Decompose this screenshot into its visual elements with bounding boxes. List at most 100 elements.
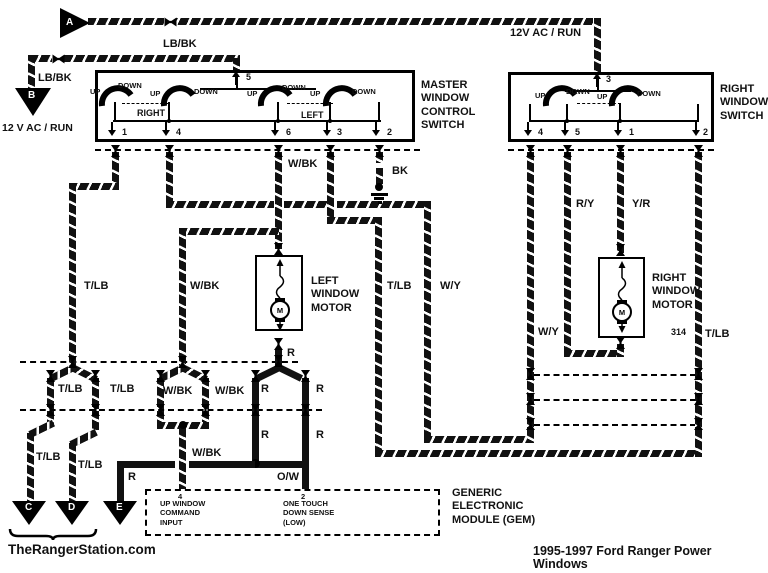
wire-label-tlb-right: T/LB: [705, 328, 730, 340]
connector-icon: [526, 145, 535, 157]
junction-dot: [565, 119, 569, 123]
switch-down-label: DOWN: [194, 87, 218, 96]
rocker-pivot-dash: [577, 103, 621, 104]
site-credit: TheRangerStation.com: [8, 542, 156, 557]
wire-label-r: R: [287, 347, 295, 359]
gem-pin2-label: ONE TOUCH DOWN SENSE (LOW): [283, 499, 335, 527]
wire-label-bk: BK: [392, 165, 408, 177]
right-pin-1: 1: [629, 127, 635, 137]
connector-line-door-2: [20, 409, 322, 411]
master-pin-1: 1: [122, 127, 128, 137]
connector-icon: [694, 418, 703, 430]
wire-tlb-left: [69, 183, 76, 369]
wire-wy-run-b: [284, 201, 327, 208]
connector-c-label: C: [25, 502, 33, 513]
connector-d-label: D: [68, 502, 76, 513]
right-internal-bus: [529, 120, 699, 122]
brace-icon: [8, 528, 98, 541]
connector-icon: [616, 145, 625, 157]
wire-label-tlb-d: T/LB: [78, 459, 103, 471]
wire-ow: [252, 461, 307, 468]
connector-icon: [274, 355, 283, 367]
master-pin-top: 5: [246, 72, 252, 82]
wire-r-branch-1: [252, 378, 259, 467]
right-internal-wire: [619, 104, 621, 121]
rocker-arc-icon: [542, 85, 578, 107]
wire-label-r-e: R: [128, 471, 136, 483]
motor-m-label: M: [277, 306, 283, 315]
rocker-arc-icon: [257, 85, 293, 107]
right-internal-wire: [597, 76, 599, 90]
right-internal-wire: [697, 104, 699, 121]
wire-label-tlb-split: T/LB: [110, 383, 135, 395]
rocker-pivot-dash: [122, 103, 168, 104]
connector-line-master: [95, 149, 420, 151]
rocker-arc-icon: [98, 85, 134, 107]
master-pin-2: 2: [387, 127, 393, 137]
wire-tlb-to-c: [27, 433, 34, 502]
ground-icon: [378, 201, 382, 204]
wire-wy-right: [527, 152, 534, 443]
connector-icon: [526, 368, 535, 380]
wire-label-tlb-c: T/LB: [36, 451, 61, 463]
connector-icon: [201, 370, 210, 382]
connector-icon: [156, 404, 165, 416]
connector-icon: [156, 370, 165, 382]
gem-pin4-label: UP WINDOW COMMAND INPUT: [160, 499, 206, 527]
connector-icon: [68, 356, 77, 368]
wire-wbk-rejoin-1: [157, 411, 164, 425]
wire-r-from-e-h2: [189, 461, 255, 468]
wire-tlb-c-a: [47, 411, 54, 425]
wire-yr: [617, 152, 624, 253]
wire-label-wy-mid: W/Y: [440, 280, 461, 292]
wire-feed-a-vertical: [594, 18, 601, 72]
wire-wbk-mid: [179, 228, 186, 369]
connector-icon: [616, 244, 625, 256]
wire-feed-b-horizontal: [30, 55, 240, 62]
switch-down-label: DOWN: [118, 81, 142, 90]
wire-tlb-d-a: [92, 411, 99, 430]
master-pin-6: 6: [286, 127, 292, 137]
connector-icon: [326, 145, 335, 157]
wire-label-lbbk-left: LB/BK: [38, 72, 72, 84]
wire-wy-run-c: [337, 201, 428, 208]
connector-icon: [201, 404, 210, 416]
diagram-title: 1995-1997 Ford Ranger Power Windows: [533, 544, 712, 571]
switch-down-label: DOWN: [282, 83, 306, 92]
gem-pin-2: 2: [301, 492, 306, 501]
ground-icon: [371, 193, 388, 196]
master-switch-box: [95, 70, 415, 142]
wire-label-tlb-mid: T/LB: [387, 280, 412, 292]
wire-tlb-branch-1: [47, 378, 54, 409]
wire-wy-mid: [424, 201, 431, 443]
pin-arrow-down: [271, 122, 279, 136]
wire-wbk-branch-2: [202, 378, 209, 409]
right-pin-2: 2: [703, 127, 709, 137]
connector-icon: [274, 145, 283, 157]
wire-label-wbk-split: W/BK: [215, 385, 245, 397]
gem-title: GENERIC ELECTRONIC MODULE (GEM): [452, 487, 536, 526]
master-internal-bus: [113, 120, 381, 122]
master-internal-wire: [236, 74, 238, 88]
master-internal-wire: [114, 102, 116, 121]
pin-arrow-down: [692, 122, 700, 136]
pin-arrow-down: [108, 122, 116, 136]
master-internal-wire: [168, 102, 170, 121]
wire-label-wy-right: W/Y: [538, 326, 559, 338]
wire-tlb-elbow: [69, 183, 119, 190]
connector-icon: [694, 393, 703, 405]
power-feed-left-label: 12 V AC / RUN: [2, 122, 73, 134]
motor-symbol: M: [612, 261, 632, 333]
wire-ry: [564, 152, 571, 357]
wire-r-branch-2-to-gem: [302, 378, 309, 490]
connector-icon: [91, 370, 100, 382]
junction-dot: [167, 119, 171, 123]
wire-tlb-mid: [375, 217, 382, 457]
connector-line-rdoor-3: [534, 424, 696, 426]
pin-arrow-down: [323, 122, 331, 136]
connector-b-label: B: [28, 90, 36, 101]
wire-wbk-rejoin-2: [202, 411, 209, 425]
rocker-arc-icon: [608, 85, 644, 107]
connector-icon: [178, 356, 187, 368]
switch-up-label: UP: [310, 89, 321, 98]
